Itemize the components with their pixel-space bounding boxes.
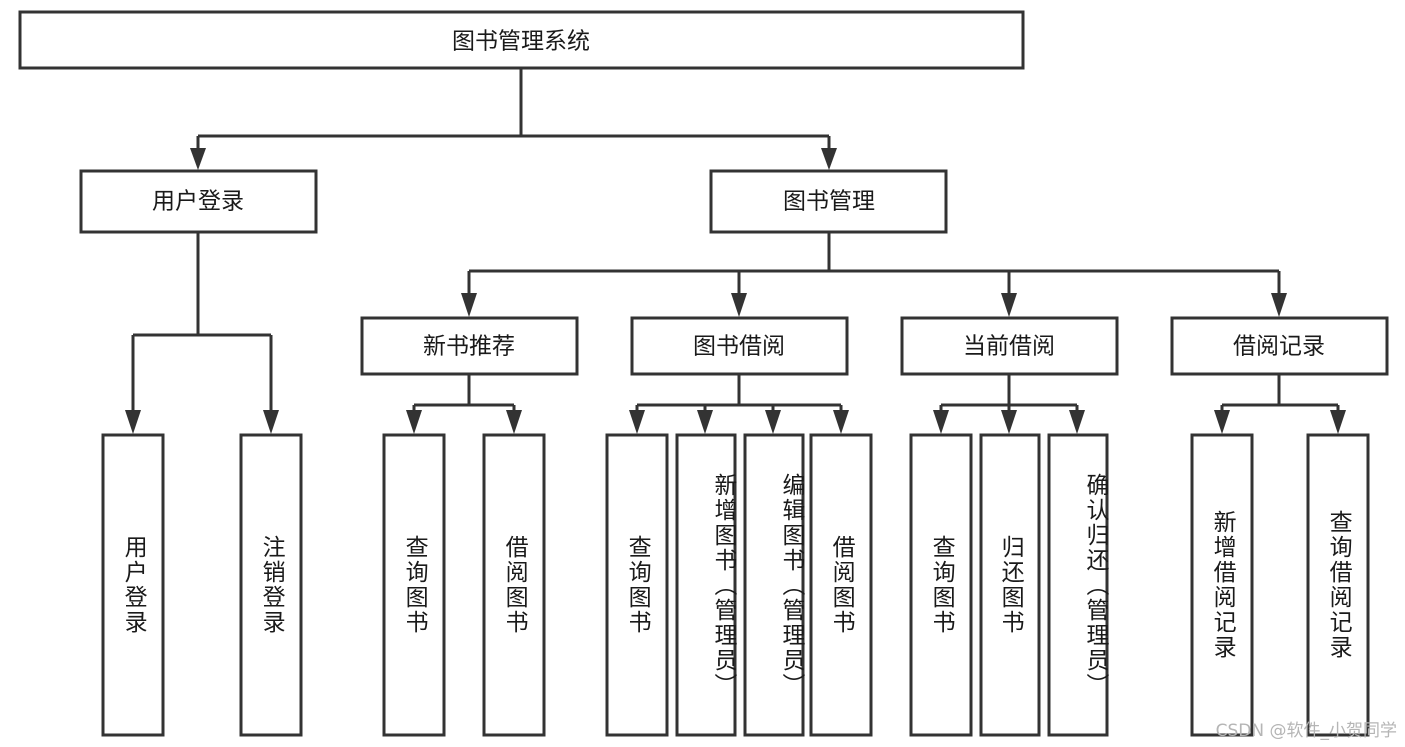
node-book-manage-box[interactable] bbox=[709, 169, 948, 234]
node-book-manage-label: 图书管理 bbox=[783, 189, 875, 215]
node-root-label: 图书管理系统 bbox=[452, 29, 590, 55]
arrow-root-to-user-login bbox=[190, 148, 206, 170]
node-current-borrow-box[interactable] bbox=[900, 316, 1119, 376]
leaf-box-query-book-3[interactable] bbox=[909, 433, 973, 737]
leaf-box-return-book[interactable] bbox=[979, 433, 1041, 737]
leaf-box-add-book[interactable] bbox=[675, 433, 737, 737]
arrow-nbr-leaf-1 bbox=[406, 410, 422, 434]
node-new-book-rec-label: 新书推荐 bbox=[423, 334, 515, 360]
arrow-bb-leaf-1 bbox=[629, 410, 645, 434]
node-root-box[interactable] bbox=[18, 10, 1025, 70]
node-borrow-record-label: 借阅记录 bbox=[1233, 334, 1325, 360]
leaf-box-confirm-return[interactable] bbox=[1047, 433, 1109, 737]
leaf-box-borrow-book-1[interactable] bbox=[482, 433, 546, 737]
arrow-bm-to-new-book-rec bbox=[461, 293, 477, 317]
leaf-box-edit-book[interactable] bbox=[743, 433, 805, 737]
arrow-bm-to-borrow-record bbox=[1271, 293, 1287, 317]
node-user-login-label: 用户登录 bbox=[152, 189, 244, 215]
leaf-box-logout[interactable] bbox=[239, 433, 303, 737]
node-new-book-rec-box[interactable] bbox=[360, 316, 579, 376]
arrow-user-login-leaf-1 bbox=[125, 410, 141, 434]
arrow-br-leaf-2 bbox=[1330, 410, 1346, 434]
arrow-br-leaf-1 bbox=[1214, 410, 1230, 434]
arrow-cb-leaf-2 bbox=[1001, 410, 1017, 434]
leaf-box-query-book-2[interactable] bbox=[605, 433, 669, 737]
arrow-bb-leaf-3 bbox=[765, 410, 781, 434]
leaf-box-query-record[interactable] bbox=[1306, 433, 1370, 737]
arrow-nbr-leaf-2 bbox=[506, 410, 522, 434]
arrow-bb-leaf-4 bbox=[833, 410, 849, 434]
node-borrow-record-box[interactable] bbox=[1170, 316, 1389, 376]
arrow-bm-to-current-borrow bbox=[1001, 293, 1017, 317]
arrow-user-login-leaf-2 bbox=[263, 410, 279, 434]
arrow-bb-leaf-2 bbox=[697, 410, 713, 434]
node-current-borrow-label: 当前借阅 bbox=[963, 334, 1055, 360]
leaf-box-borrow-book-2[interactable] bbox=[809, 433, 873, 737]
arrow-root-to-book-manage bbox=[821, 148, 837, 170]
csdn-watermark: CSDN @软件_小贺同学 bbox=[1215, 721, 1397, 741]
arrow-cb-leaf-3 bbox=[1069, 410, 1085, 434]
leaf-box-add-record[interactable] bbox=[1190, 433, 1254, 737]
leaf-box-query-book-1[interactable] bbox=[382, 433, 446, 737]
arrow-bm-to-book-borrow bbox=[731, 293, 747, 317]
node-book-borrow-label: 图书借阅 bbox=[693, 334, 785, 360]
node-book-borrow-box[interactable] bbox=[630, 316, 849, 376]
leaf-box-user-login[interactable] bbox=[101, 433, 165, 737]
arrow-cb-leaf-1 bbox=[933, 410, 949, 434]
